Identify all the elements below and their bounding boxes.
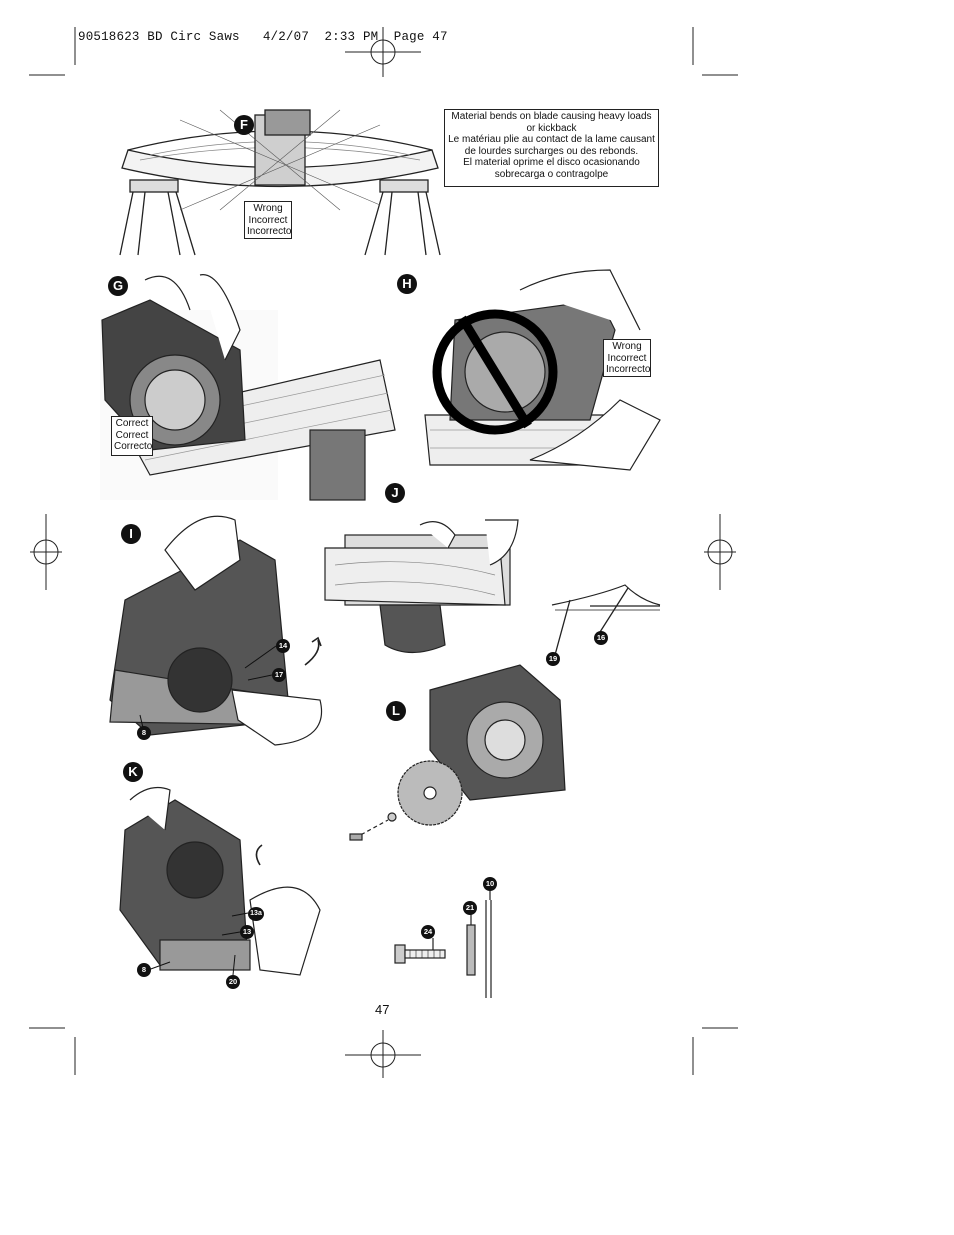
figure-f-illustration — [119, 109, 441, 256]
page-number: 47 — [375, 1002, 390, 1017]
figure-label-k: K — [123, 762, 143, 782]
registration-mark-top — [345, 27, 421, 77]
label-es: Incorrecto — [247, 226, 292, 237]
figure-label-j: J — [385, 483, 405, 503]
figure-g-correct-label: Correct Correct Correcto — [111, 416, 153, 456]
parts-illustration — [394, 890, 492, 998]
figure-i-illustration — [109, 515, 322, 746]
label-fr: Incorrect — [248, 214, 288, 226]
crop-marks — [29, 27, 738, 1075]
label-fr: Incorrect — [607, 352, 647, 364]
callout-16: 16 — [594, 631, 608, 645]
callout-10: 10 — [483, 877, 497, 891]
label-en: Wrong — [612, 341, 642, 352]
callout-17: 17 — [272, 668, 286, 682]
label-en: Correct — [115, 418, 149, 429]
figure-label-g: G — [108, 276, 128, 296]
callout-13a: 13a — [248, 907, 264, 921]
figure-label-h: H — [397, 274, 417, 294]
figure-l-illustration — [349, 664, 566, 841]
callout-leaders — [139, 645, 277, 976]
warning-line-es: El material oprime el disco ocasionando … — [463, 157, 640, 180]
label-en: Wrong — [253, 203, 283, 214]
registration-mark-right — [704, 514, 736, 590]
warning-line-fr: Le matériau plie au contact de la lame c… — [448, 134, 655, 157]
label-es: Incorrecto — [606, 364, 651, 375]
registration-mark-bottom — [345, 1030, 421, 1078]
label-fr: Correct — [115, 429, 149, 441]
figure-j-illustration — [324, 519, 661, 656]
figure-h-illustration — [424, 269, 661, 471]
kickback-warning-box: Material bends on blade causing heavy lo… — [444, 109, 659, 187]
figure-label-l: L — [386, 701, 406, 721]
callout-20: 20 — [226, 975, 240, 989]
figure-label-f: F — [234, 115, 254, 135]
figure-f-wrong-label: Wrong Incorrect Incorrecto — [244, 201, 292, 239]
callout-13: 13 — [240, 925, 254, 939]
callout-14: 14 — [276, 639, 290, 653]
callout-21: 21 — [463, 901, 477, 915]
callout-8-k: 8 — [137, 963, 151, 977]
callout-24: 24 — [421, 925, 435, 939]
figure-label-i: I — [121, 524, 141, 544]
warning-line-en: Material bends on blade causing heavy lo… — [451, 111, 652, 134]
label-es: Correcto — [114, 441, 153, 452]
figure-h-wrong-label: Wrong Incorrect Incorrecto — [603, 339, 651, 377]
callout-8: 8 — [137, 726, 151, 740]
registration-mark-left — [30, 514, 62, 590]
callout-19: 19 — [546, 652, 560, 666]
figure-g-illustration — [100, 274, 396, 501]
page-header-slug: 90518623 BD Circ Saws 4/2/07 2:33 PM Pag… — [78, 30, 448, 44]
figure-k-illustration — [119, 787, 321, 976]
